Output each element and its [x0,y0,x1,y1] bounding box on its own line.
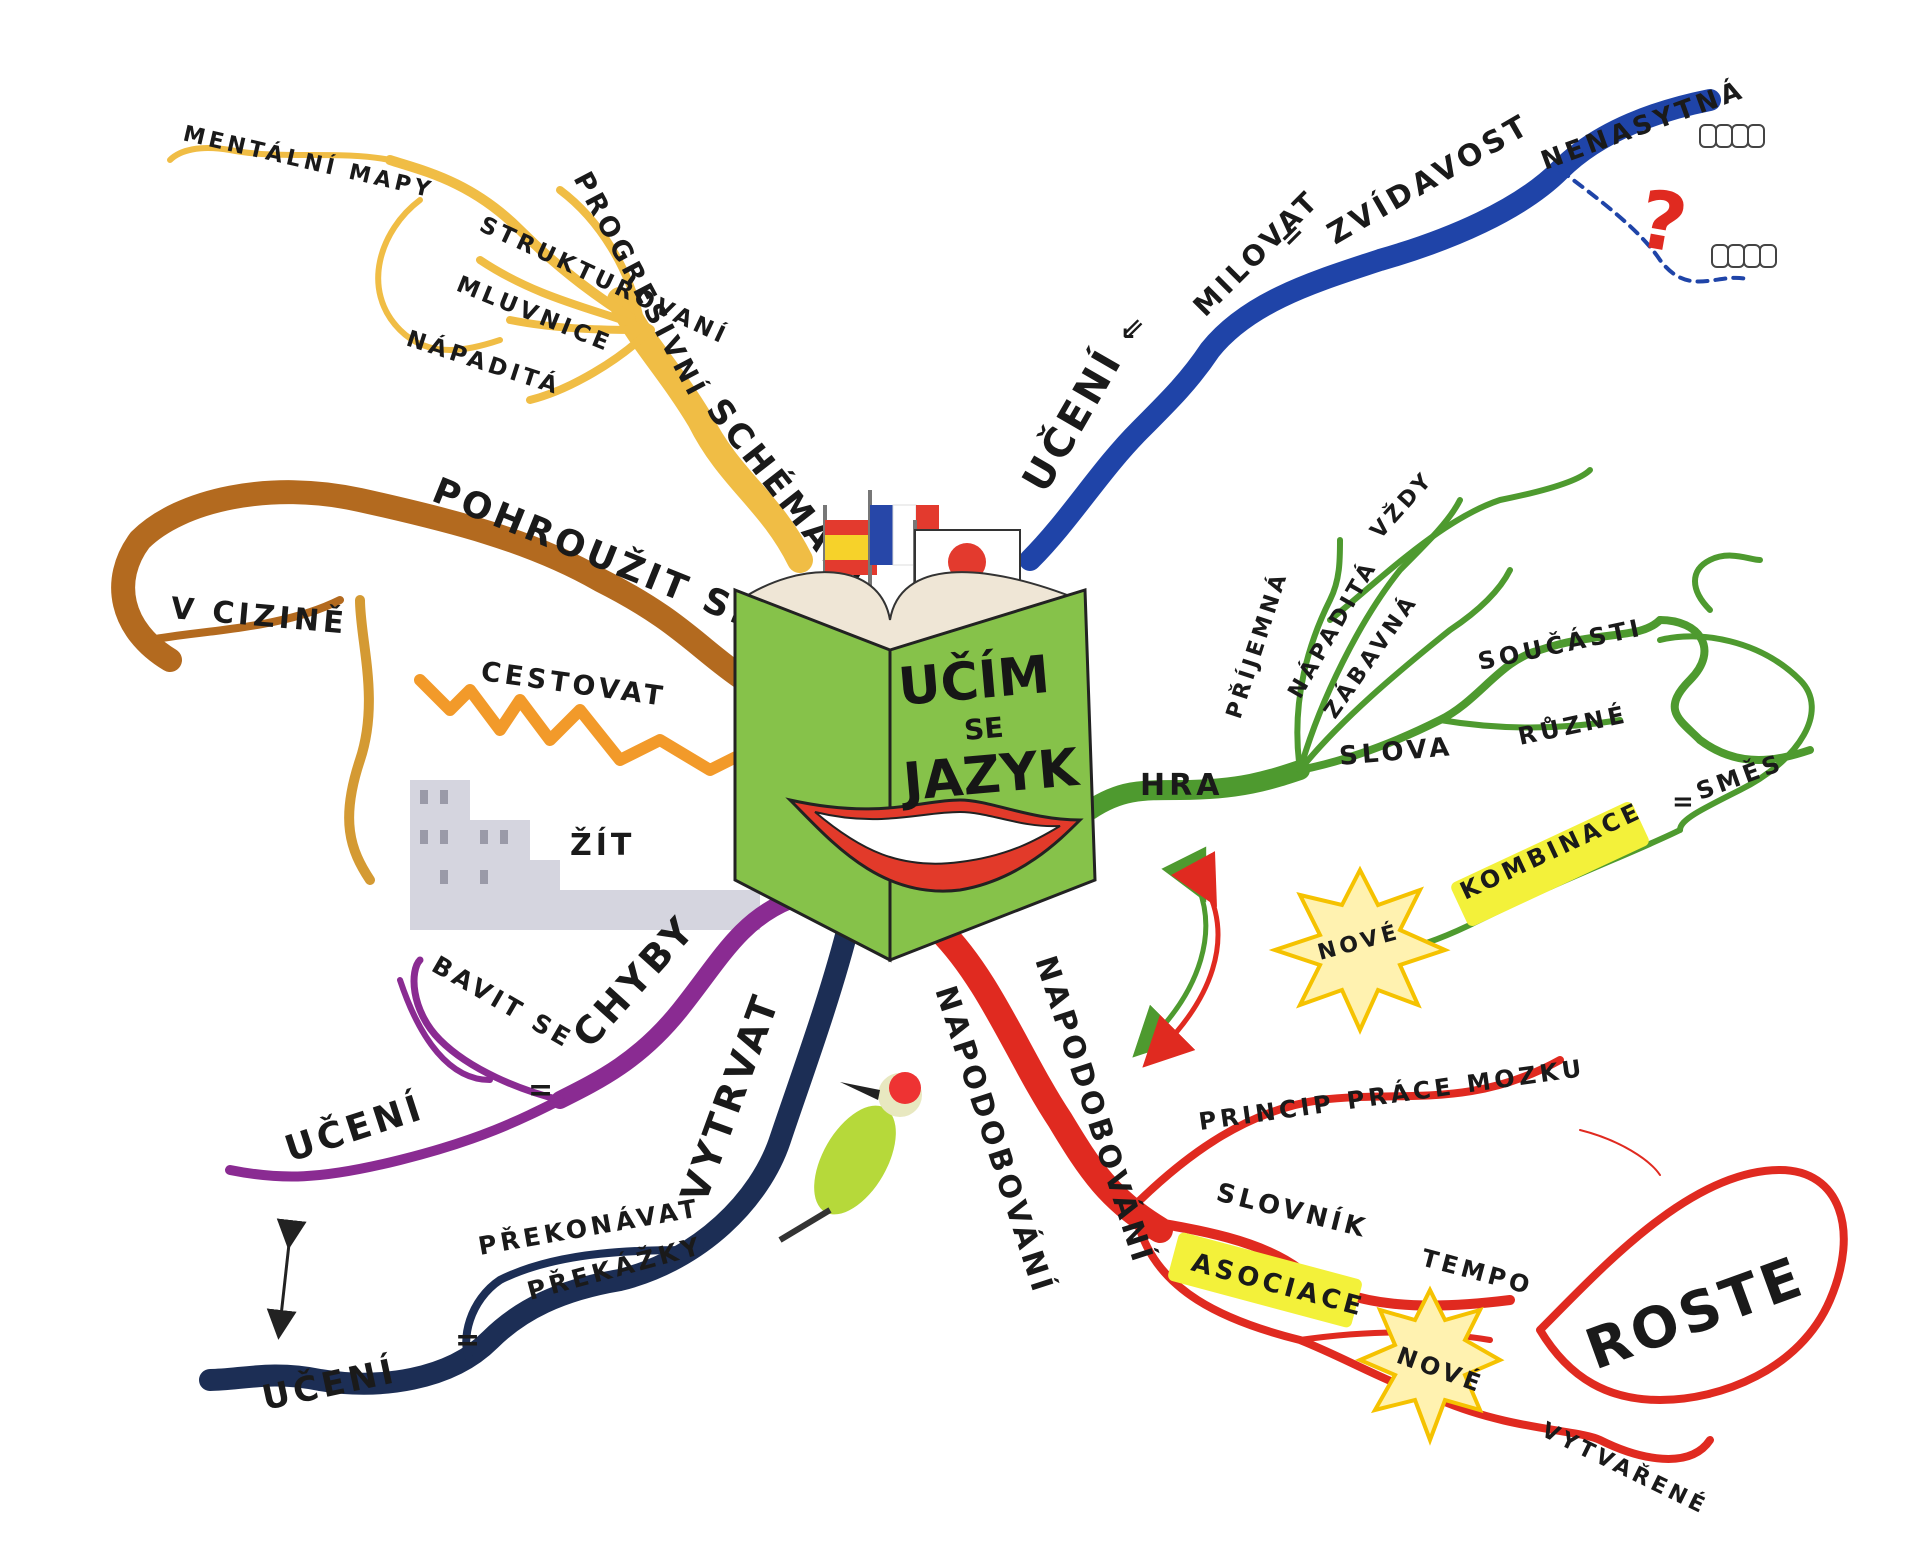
label-soucasti: SOUČÁSTI [1475,612,1646,676]
label-tempo: TEMPO [1418,1244,1536,1301]
buildings-illustration [410,780,760,930]
highlight-kombinace [1451,801,1649,927]
label-vzdy: VŽDY [1365,466,1439,544]
question-mark-icon: ? [1632,172,1694,272]
label-vytrvat-equals: = [455,1323,484,1358]
label-hra: HRA [1140,768,1223,803]
book-title-line1: UČÍM [896,643,1052,718]
branch-pohrouzit [111,480,757,885]
book-title-line2: SE [963,711,1005,747]
starburst-icon [1354,1285,1505,1446]
label-napadita-yellow: NÁPADITÁ [403,324,565,400]
label-nenasytna: NENASYTNÁ [1536,73,1749,176]
bidirectional-arrow-icon [1142,851,1221,1068]
branch-cestovat-zigzag [414,674,756,776]
branch-chyby [225,891,799,1182]
branch-uceni-top [1019,89,1752,571]
double-arrow-icon [266,1218,307,1340]
branch-vytrvat [199,909,861,1395]
label-hra-equals: = [1672,787,1698,817]
highlight-asociace [1168,1232,1362,1328]
center-book [733,490,1097,963]
teeth-icon [1699,124,1777,268]
label-vytvarene: VYTVAŘENÉ [1537,1417,1712,1520]
bidirectional-arrow-icon [1132,846,1209,1058]
branch-schemata [167,145,813,573]
label-ruzne: RŮZNÉ [1515,698,1631,751]
label-prijemna: PŘÍJEMNÁ [1221,568,1293,722]
label-pohrouzit: POHROUŽIT SE [427,469,767,639]
label-uceni-arrow: ⇐ [1111,305,1156,350]
label-slova: SLOVA [1338,732,1454,772]
label-princip: PRINCIP PRÁCE MOZKU [1197,1053,1587,1136]
starburst-icon [1268,865,1451,1035]
label-zvidavost: ZVÍDAVOST [1321,107,1537,252]
label-bavit-se: BAVIT SE [427,950,579,1054]
woodpecker-icon [778,1072,922,1243]
label-cestovat: CESTOVAT [479,656,668,713]
label-uceni-blue: UČENÍ [1012,340,1132,500]
label-zit: ŽÍT [570,827,635,863]
label-slovnik: SLOVNÍK [1213,1176,1372,1245]
label-chyby-equals: = [528,1073,557,1108]
label-uceni-navy: UČENÍ [258,1350,400,1419]
